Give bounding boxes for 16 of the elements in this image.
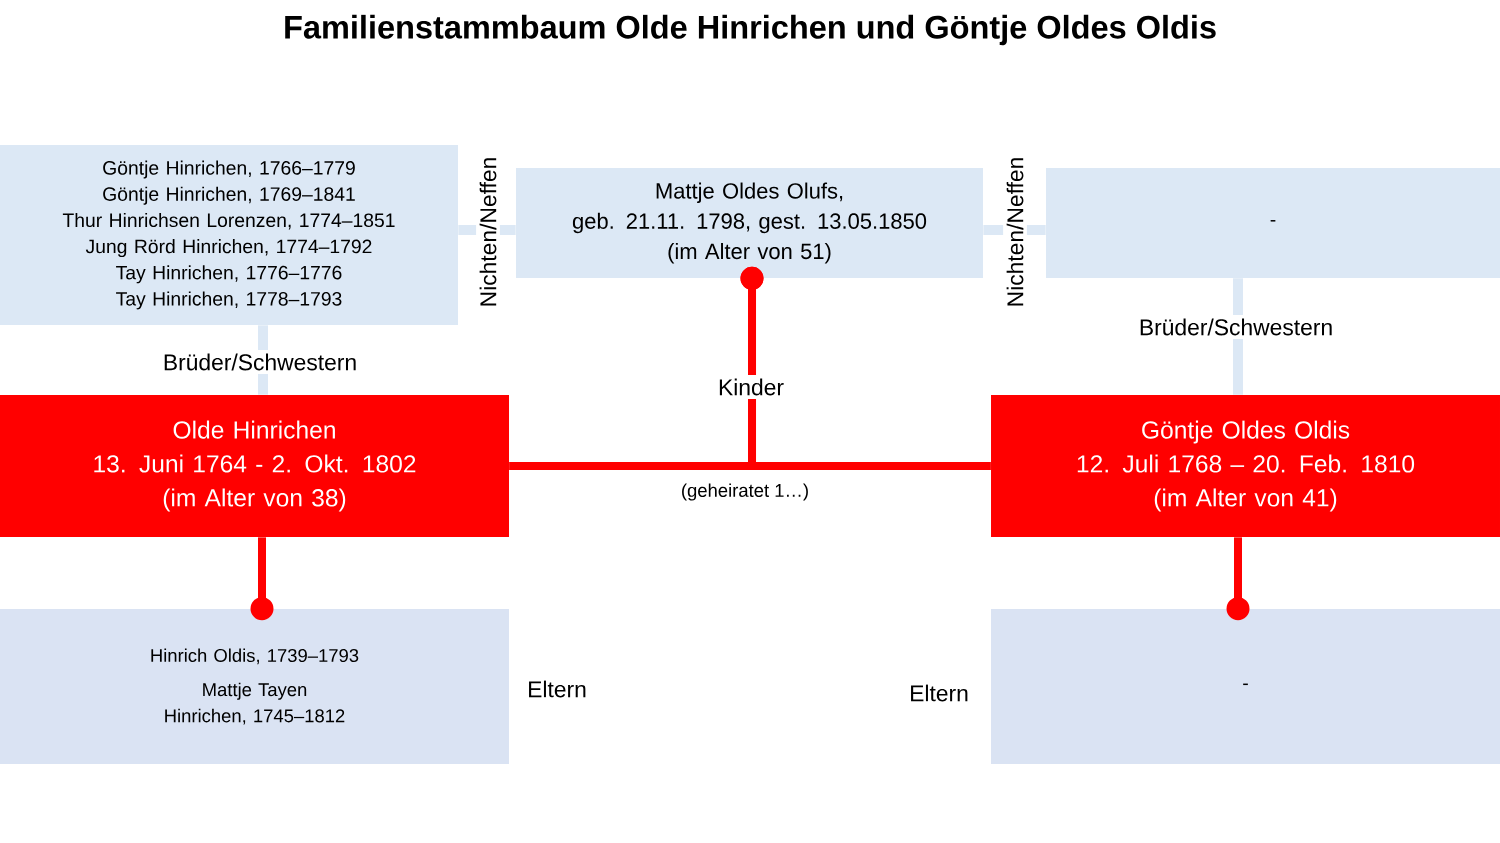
child-box: Mattje Oldes Olufs, geb. 21.11. 1798, gest. 13.05.1850 (im Alter von 51)	[516, 168, 983, 278]
edge-label: Brüder/Schwestern	[159, 350, 361, 374]
edge-label: (geheiratet 1…)	[677, 479, 813, 505]
edge-label: Nichten/Neffen	[1003, 153, 1027, 311]
parents-box: -	[991, 609, 1500, 764]
title: Familienstammbaum Olde Hinrichen und Göntje Oldes Oldis	[285, 14, 1216, 46]
relatives-box: -	[1046, 168, 1500, 278]
connector-line	[1233, 278, 1243, 395]
person-box: Olde Hinrichen 13. Juni 1764 - 2. Okt. 1802 (im Alter von 38)	[0, 395, 509, 537]
parents-box: Hinrich Oldis, 1739–1793 Mattje Tayen Hinrichen, 1745–1812	[0, 609, 509, 764]
relatives-box: Göntje Hinrichen, 1766–1779 Göntje Hinrichen, 1769–1841 Thur Hinrichsen Lorenzen, 1774–1851 Jung Rörd Hinrichen, 1774–1792 Tay Hinrichen, 1776–1776 Tay Hinrichen, 1778–1793	[0, 145, 458, 325]
edge-label: Nichten/Neffen	[476, 153, 500, 311]
edge-label: Brüder/Schwestern	[1135, 315, 1337, 339]
edge-label: Kinder	[714, 375, 788, 399]
person-box: Göntje Oldes Oldis 12. Juli 1768 – 20. Feb. 1810 (im Alter von 41)	[991, 395, 1500, 537]
relation-label: Eltern	[911, 684, 968, 702]
